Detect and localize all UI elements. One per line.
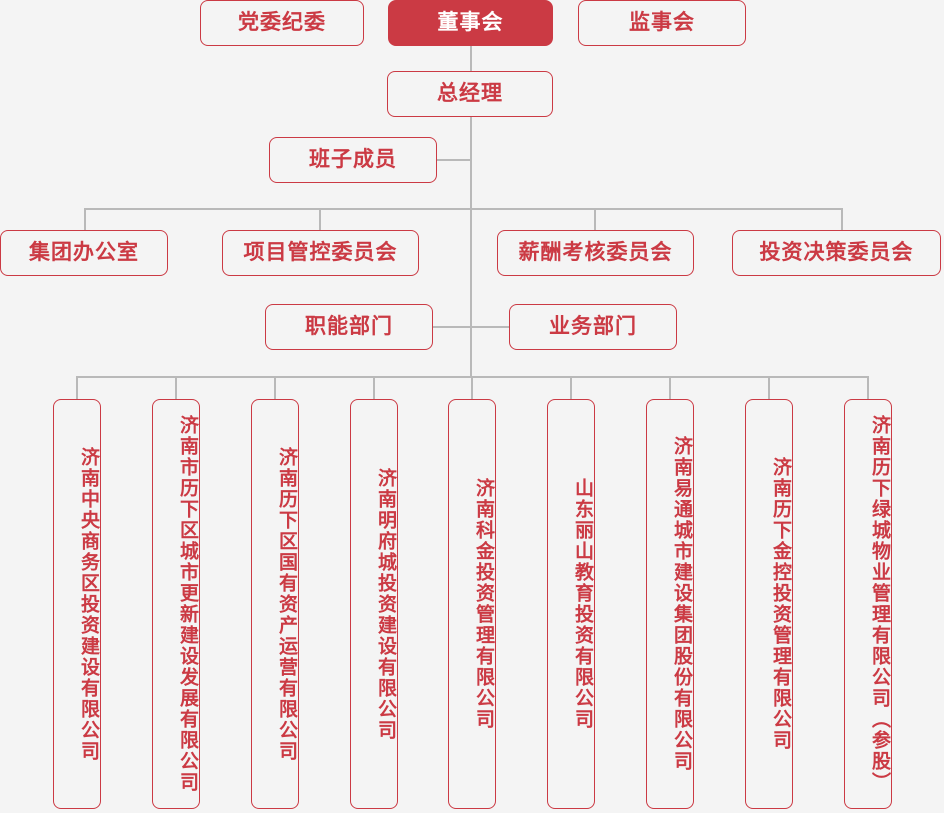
node-committee-compensation-review[interactable]: 薪酬考核委员会 <box>497 230 694 276</box>
connector-functional-dept-stub <box>433 326 471 328</box>
connector-committee-bus <box>85 208 843 210</box>
node-board-of-directors[interactable]: 董事会 <box>388 0 553 46</box>
node-committee-group-office[interactable]: 集团办公室 <box>0 230 168 276</box>
node-general-manager[interactable]: 总经理 <box>387 71 553 117</box>
connector-drop-subsidiary-5 <box>471 376 473 399</box>
node-committee-investment-decision[interactable]: 投资决策委员会 <box>732 230 941 276</box>
node-committee-project-control[interactable]: 项目管控委员会 <box>222 230 419 276</box>
node-subsidiary-7[interactable]: 济南易通城市建设集团股份有限公司 <box>646 399 694 809</box>
node-subsidiary-5[interactable]: 济南科金投资管理有限公司 <box>448 399 496 809</box>
connector-drop-subsidiary-6 <box>570 376 572 399</box>
connector-team-members-stub <box>437 159 471 161</box>
node-subsidiary-9[interactable]: 济南历下绿城物业管理有限公司（参股） <box>844 399 892 809</box>
connector-drop-subsidiary-8 <box>768 376 770 399</box>
connector-board-to-gm <box>470 46 472 71</box>
node-functional-departments[interactable]: 职能部门 <box>265 304 433 350</box>
connector-business-dept-stub <box>470 326 510 328</box>
connector-drop-subsidiary-2 <box>175 376 177 399</box>
node-subsidiary-3[interactable]: 济南历下区国有资产运营有限公司 <box>251 399 299 809</box>
node-board-of-supervisors[interactable]: 监事会 <box>578 0 746 46</box>
node-subsidiary-2[interactable]: 济南市历下区城市更新建设发展有限公司 <box>152 399 200 809</box>
node-party-committee[interactable]: 党委纪委 <box>200 0 364 46</box>
node-subsidiary-8[interactable]: 济南历下金控投资管理有限公司 <box>745 399 793 809</box>
connector-drop-subsidiary-4 <box>373 376 375 399</box>
connector-drop-committee-4 <box>841 208 843 230</box>
node-subsidiary-4[interactable]: 济南明府城投资建设有限公司 <box>350 399 398 809</box>
connector-drop-subsidiary-9 <box>867 376 869 399</box>
connector-drop-subsidiary-3 <box>274 376 276 399</box>
connector-drop-subsidiary-1 <box>76 376 78 399</box>
node-business-departments[interactable]: 业务部门 <box>509 304 677 350</box>
connector-drop-committee-1 <box>84 208 86 230</box>
connector-drop-subsidiary-7 <box>669 376 671 399</box>
connector-drop-committee-2 <box>319 208 321 230</box>
connector-drop-committee-3 <box>594 208 596 230</box>
node-team-members[interactable]: 班子成员 <box>269 137 437 183</box>
node-subsidiary-6[interactable]: 山东丽山教育投资有限公司 <box>547 399 595 809</box>
connector-main-trunk <box>470 117 472 377</box>
node-subsidiary-1[interactable]: 济南中央商务区投资建设有限公司 <box>53 399 101 809</box>
